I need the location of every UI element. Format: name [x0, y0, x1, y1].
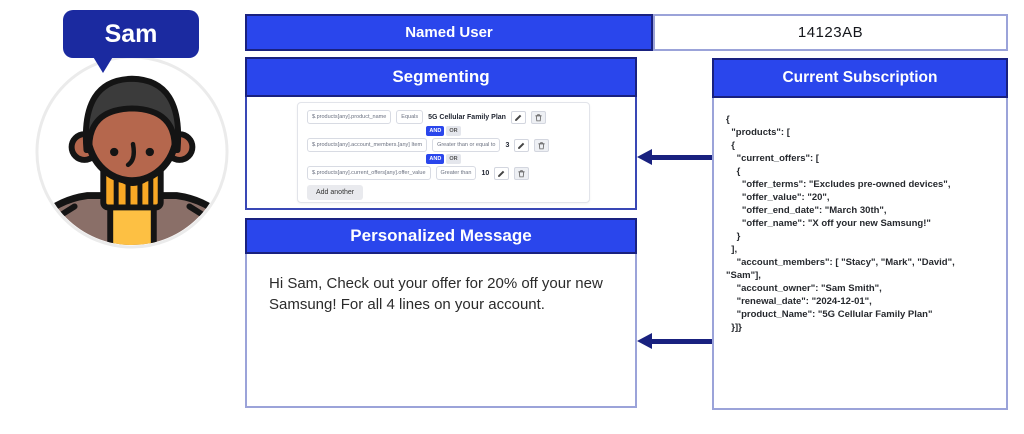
segment-rule: $.products[any].account_members.[any] It… [307, 138, 580, 152]
current-subscription-header: Current Subscription [712, 58, 1008, 98]
avatar-collar-stripes [113, 165, 154, 206]
rule-operator-select[interactable]: Greater than or equal to [432, 138, 501, 152]
edit-button[interactable] [514, 138, 530, 152]
named-user-id-box: 14123AB [653, 14, 1008, 51]
rule-field-input[interactable]: $.products[any].product_name [307, 110, 392, 124]
personalized-message-header: Personalized Message [245, 218, 637, 254]
rule-field-input[interactable]: $.products[any].current_offers[any].offe… [307, 166, 431, 180]
pencil-icon [515, 114, 522, 121]
segment-rule: $.products[any].current_offers[any].offe… [307, 166, 580, 180]
segmenting-header: Segmenting [245, 57, 637, 97]
avatar-nose [125, 141, 137, 168]
and-toggle[interactable]: AND [426, 126, 445, 136]
arrow-shaft [650, 338, 712, 344]
arrow-left-head-icon [637, 149, 652, 165]
user-avatar-group: Sam [28, 6, 240, 260]
avatar-eye-left [110, 147, 119, 157]
personalized-message-panel: Personalized Message Hi Sam, Check out y… [245, 218, 637, 408]
trash-icon [518, 169, 525, 177]
named-user-id: 14123AB [797, 24, 864, 41]
segmenting-title: Segmenting [392, 67, 490, 86]
or-toggle[interactable]: OR [446, 126, 461, 136]
rule-operator-select[interactable]: Greater than [435, 166, 477, 180]
current-subscription-body: { "products": [ { "current_offers": [ { … [712, 98, 1008, 410]
personalized-message-body: Hi Sam, Check out your offer for 20% off… [245, 254, 637, 408]
subscription-json: { "products": [ { "current_offers": [ { … [726, 114, 955, 333]
rule-value: 3 [505, 141, 510, 149]
rule-connector: AND OR [307, 154, 580, 164]
current-subscription-panel: Current Subscription { "products": [ { "… [712, 58, 1008, 410]
arrow-subscription-to-message [637, 333, 712, 349]
rule-value: 5G Cellular Family Plan [428, 113, 506, 121]
rule-value: 10 [481, 169, 490, 177]
named-user-title: Named User [405, 24, 493, 41]
avatar-hair [82, 75, 182, 153]
rule-operator-select[interactable]: Equals [396, 110, 424, 124]
avatar-mouth [117, 176, 147, 186]
speech-bubble-tail [92, 55, 114, 73]
rule-field-input[interactable]: $.products[any].account_members.[any] It… [307, 138, 428, 152]
pencil-icon [498, 170, 505, 177]
edit-button[interactable] [510, 110, 526, 124]
trash-icon [535, 113, 542, 121]
segmenting-body: $.products[any].product_name Equals 5G C… [245, 97, 637, 210]
current-subscription-title: Current Subscription [782, 69, 938, 86]
message-text: Hi Sam, Check out your offer for 20% off… [269, 275, 603, 313]
or-toggle[interactable]: OR [446, 154, 461, 164]
and-toggle[interactable]: AND [426, 154, 445, 164]
arrow-subscription-to-segmenting [637, 149, 712, 165]
delete-button[interactable] [530, 110, 546, 124]
segmenting-panel: Segmenting $.products[any].product_name … [245, 57, 637, 210]
speech-bubble: Sam [63, 10, 199, 58]
personalized-message-title: Personalized Message [350, 226, 532, 245]
segment-rule: $.products[any].product_name Equals 5G C… [307, 110, 580, 124]
avatar-image [35, 55, 229, 249]
delete-button[interactable] [514, 166, 530, 180]
arrow-left-head-icon [637, 333, 652, 349]
delete-button[interactable] [534, 138, 550, 152]
user-name-label: Sam [104, 19, 158, 48]
add-another-button[interactable]: Add another [307, 185, 364, 200]
avatar-eye-right [145, 147, 154, 157]
named-user-header: Named User [245, 14, 653, 51]
edit-button[interactable] [494, 166, 510, 180]
segment-rule-builder: $.products[any].product_name Equals 5G C… [297, 102, 590, 203]
pencil-icon [518, 142, 525, 149]
arrow-shaft [650, 154, 712, 160]
trash-icon [538, 141, 545, 149]
rule-connector: AND OR [307, 126, 580, 136]
